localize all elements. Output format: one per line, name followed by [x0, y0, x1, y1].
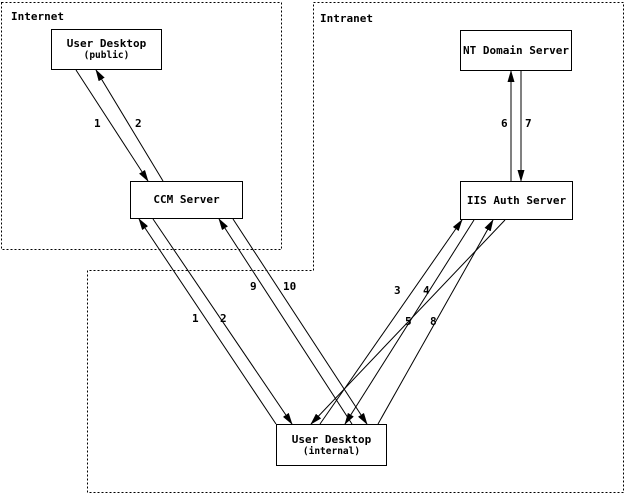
flow-label-1-internal-desktop-to-ccm: 1 — [192, 312, 199, 325]
node-user-desktop-public-subtitle: (public) — [83, 50, 130, 61]
node-iis-auth-server: IIS Auth Server — [460, 181, 573, 220]
flow-label-2-ccm-to-internal-desktop: 2 — [220, 312, 227, 325]
flow-label-2-ccm-to-public-desktop: 2 — [135, 117, 142, 130]
flow-label-1-public-desktop-to-ccm: 1 — [94, 117, 101, 130]
node-iis-auth-server-title: IIS Auth Server — [466, 193, 567, 207]
node-nt-domain-server: NT Domain Server — [460, 30, 572, 71]
node-user-desktop-internal-title: User Desktop — [291, 432, 372, 446]
flow-line-5-internal-desktop-to-iis — [377, 219, 494, 425]
flow-label-3-internal-desktop-to-iis: 3 — [394, 284, 401, 297]
node-nt-domain-server-title: NT Domain Server — [463, 43, 569, 57]
flow-label-7-nt-domain-to-iis: 7 — [525, 117, 532, 130]
intranet-zone-border — [87, 2, 624, 493]
node-user-desktop-public-title: User Desktop — [66, 37, 147, 50]
node-ccm-server: CCM Server — [130, 181, 243, 219]
node-user-desktop-internal-subtitle: (internal) — [302, 445, 361, 457]
node-ccm-server-title: CCM Server — [153, 193, 220, 206]
internet-zone-label: Internet — [11, 10, 64, 23]
flow-label-9-internal-desktop-to-ccm: 9 — [250, 280, 257, 293]
node-user-desktop-public: User Desktop (public) — [51, 29, 162, 70]
flow-line-3-internal-desktop-to-iis — [319, 219, 463, 425]
flow-line-9-internal-desktop-to-ccm — [218, 218, 353, 425]
flow-label-6-iis-to-nt-domain: 6 — [501, 117, 508, 130]
node-user-desktop-internal: User Desktop (internal) — [276, 424, 387, 466]
flow-line-2-ccm-to-public-desktop — [95, 69, 164, 182]
flow-line-4-iis-to-internal-desktop — [344, 219, 475, 425]
flow-label-8-iis-to-internal-desktop: 8 — [430, 315, 437, 328]
flow-line-1-public-desktop-to-ccm — [75, 69, 149, 182]
flow-line-2-ccm-to-internal-desktop — [152, 218, 293, 425]
flow-line-10-ccm-to-internal-desktop — [232, 218, 368, 425]
flow-label-4-iis-to-internal-desktop: 4 — [423, 284, 430, 297]
internet-zone-border — [1, 2, 282, 250]
flow-label-10-ccm-to-internal-desktop: 10 — [283, 280, 297, 293]
flow-line-1-internal-desktop-to-ccm — [138, 218, 277, 425]
flow-line-8-iis-to-internal-desktop — [310, 219, 506, 425]
intranet-zone-label: Intranet — [320, 12, 373, 25]
flow-label-5-internal-desktop-to-iis: 5 — [405, 315, 412, 328]
